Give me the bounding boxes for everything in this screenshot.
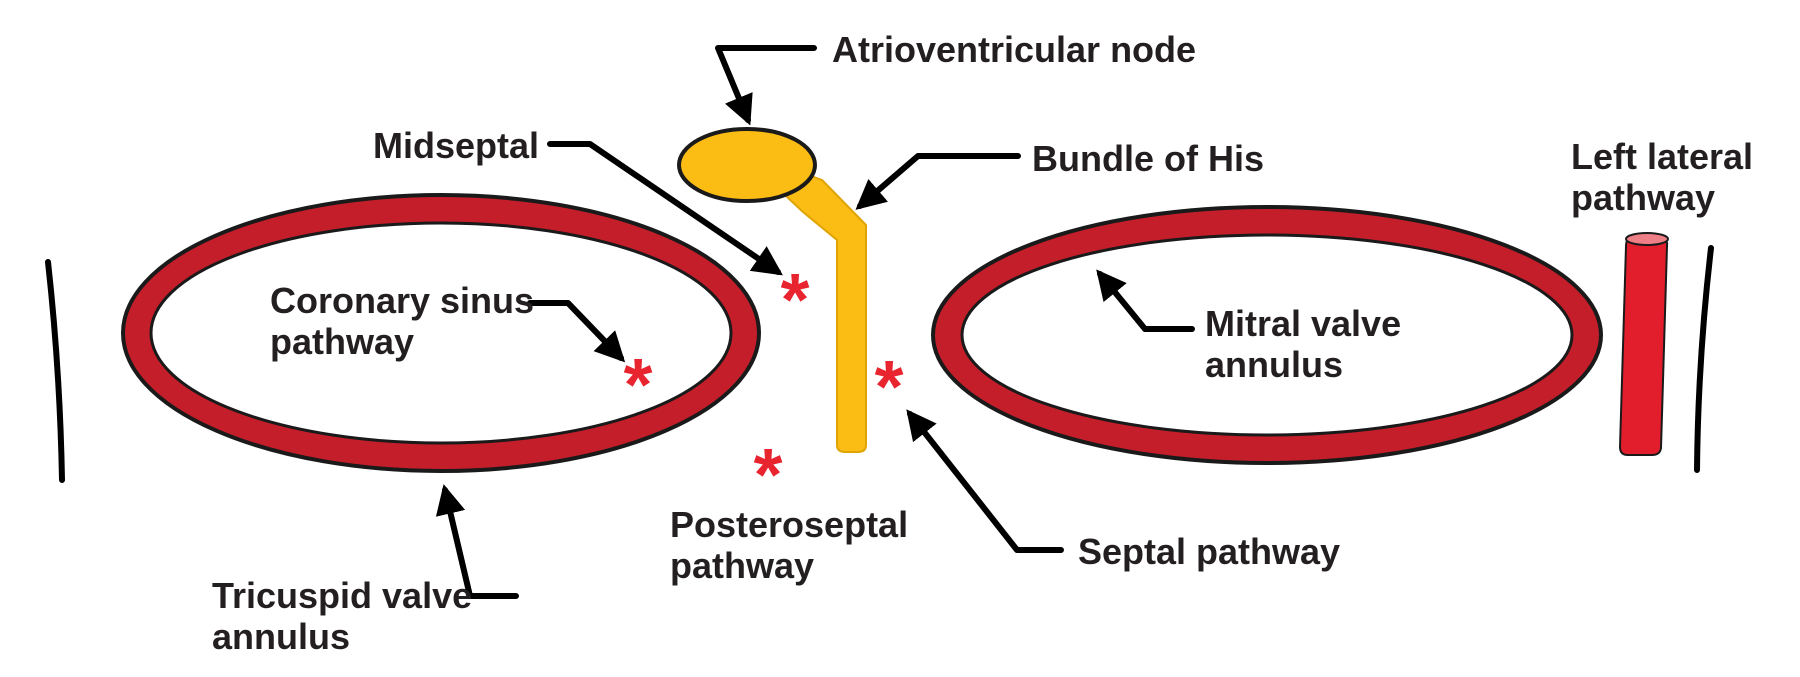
right-wall-line — [1694, 245, 1714, 473]
tricuspid-valve-orifice — [149, 221, 733, 445]
bundle-of-his-arrow — [855, 153, 1021, 210]
septal-pathway-arrow — [906, 409, 1064, 553]
coronary-sinus-arrow — [527, 300, 626, 363]
posteroseptal-line-2: pathway — [670, 545, 815, 586]
posteroseptal-pathway-label: Posteroseptal pathway — [670, 504, 908, 586]
mitral-annulus-line-1: Mitral valve — [1205, 303, 1402, 344]
tricuspid-annulus-line-1: Tricuspid valve — [212, 575, 473, 616]
av-node-label: Atrioventricular node — [832, 29, 1197, 70]
left-lateral-pathway-line-2: pathway — [1571, 177, 1716, 218]
left-lateral-pathway-cylinder — [1618, 237, 1669, 456]
septal-pathway-label: Septal pathway — [1078, 531, 1341, 572]
midseptal-label: Midseptal — [373, 125, 540, 166]
mitral-valve-annulus-label: Mitral valve annulus — [1205, 303, 1401, 385]
tricuspid-annulus-line-2: annulus — [212, 616, 351, 657]
posteroseptal-line-1: Posteroseptal — [670, 504, 909, 545]
mitral-annulus-arrow — [1096, 269, 1195, 332]
atrioventricular-node-shape — [677, 127, 817, 203]
coronary-sinus-line-2: pathway — [270, 321, 415, 362]
coronary-sinus-line-1: Coronary sinus — [270, 280, 535, 321]
midseptal-arrow — [547, 141, 783, 276]
tricuspid-valve-annulus-label: Tricuspid valve annulus — [212, 575, 472, 657]
mitral-annulus-line-2: annulus — [1205, 344, 1344, 385]
left-wall-line — [45, 259, 65, 483]
tricuspid-annulus-arrow — [435, 484, 519, 599]
left-lateral-pathway-line-1: Left lateral — [1571, 136, 1754, 177]
coronary-sinus-pathway-label: Coronary sinus pathway — [270, 280, 534, 362]
midseptal-marker: * — [781, 258, 810, 341]
septal-marker: * — [875, 345, 904, 428]
coronary-sinus-marker: * — [624, 343, 653, 426]
bundle-of-his-shape — [784, 167, 867, 453]
bundle-of-his-label: Bundle of His — [1032, 138, 1264, 179]
posteroseptal-marker: * — [754, 433, 783, 516]
av-node-arrow — [715, 45, 817, 126]
left-lateral-pathway-cap — [1625, 232, 1669, 246]
left-lateral-pathway-label: Left lateral pathway — [1571, 136, 1753, 218]
